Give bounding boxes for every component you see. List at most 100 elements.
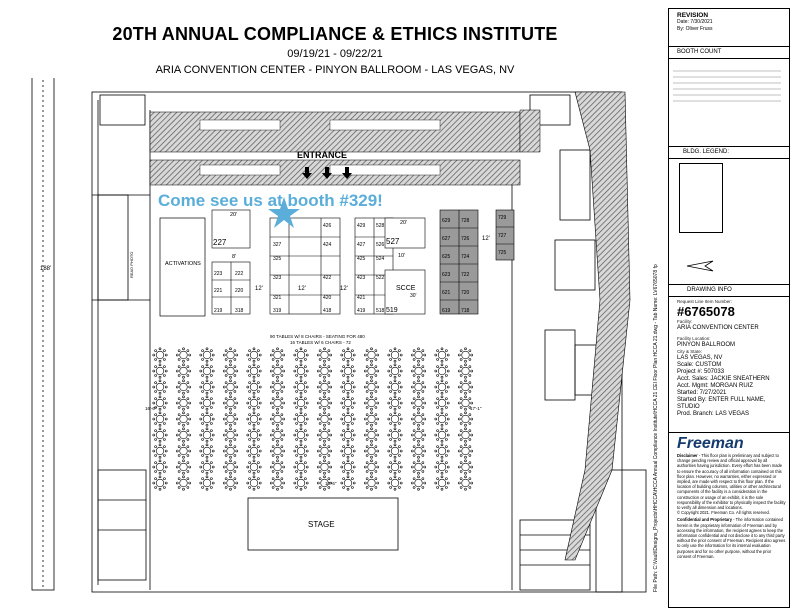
svg-text:219: 219 xyxy=(214,308,223,314)
chair xyxy=(464,347,467,351)
chair xyxy=(293,385,297,389)
chair xyxy=(223,433,226,437)
chair xyxy=(389,454,392,457)
chair xyxy=(323,407,326,411)
chair xyxy=(346,363,350,367)
chair xyxy=(223,465,226,469)
chair xyxy=(201,486,204,489)
chair xyxy=(182,375,185,379)
chair xyxy=(370,487,373,491)
chair xyxy=(323,347,326,351)
chair xyxy=(233,349,237,352)
chair xyxy=(323,423,326,427)
round-table xyxy=(343,446,353,456)
chair xyxy=(417,379,420,383)
svg-text:READ PHOTO: READ PHOTO xyxy=(129,252,134,278)
chair xyxy=(421,429,425,432)
chair xyxy=(280,397,284,400)
chair xyxy=(423,449,427,453)
chair xyxy=(186,422,190,425)
chair xyxy=(327,486,331,489)
chair xyxy=(342,349,345,352)
chair xyxy=(233,445,237,448)
chair xyxy=(412,365,416,368)
chair xyxy=(152,369,156,373)
chair xyxy=(346,347,350,351)
chair xyxy=(470,433,474,437)
svg-text:519: 519 xyxy=(386,307,398,314)
chair xyxy=(342,397,345,400)
chair xyxy=(188,353,191,357)
chair xyxy=(229,475,232,479)
chair xyxy=(351,349,354,352)
round-table xyxy=(202,430,212,440)
svg-text:518: 518 xyxy=(376,308,385,314)
chair xyxy=(318,470,322,473)
chair xyxy=(177,413,181,416)
chair xyxy=(423,401,427,405)
chair xyxy=(257,477,260,480)
chair xyxy=(468,429,472,432)
chair xyxy=(464,411,467,415)
chair xyxy=(389,445,392,448)
chair xyxy=(342,381,345,384)
chair xyxy=(304,397,307,400)
chair xyxy=(152,481,156,485)
chair xyxy=(318,390,322,393)
chair xyxy=(393,471,397,475)
svg-text:12': 12' xyxy=(340,286,348,292)
star-icon xyxy=(268,197,300,228)
chair xyxy=(258,369,262,373)
chair xyxy=(186,349,190,352)
chair xyxy=(257,429,260,432)
chair xyxy=(163,374,166,377)
chair xyxy=(299,359,303,363)
chair xyxy=(295,438,298,441)
chair xyxy=(224,413,228,416)
chair xyxy=(280,365,284,368)
chair xyxy=(440,391,444,395)
chair xyxy=(468,470,472,473)
chair xyxy=(346,391,350,395)
chair xyxy=(163,477,166,480)
chair xyxy=(410,353,414,357)
chair xyxy=(340,401,344,405)
chair xyxy=(201,374,204,377)
chair xyxy=(182,395,185,399)
chair xyxy=(177,358,181,361)
chair xyxy=(352,433,356,437)
chair xyxy=(374,477,378,480)
chair xyxy=(280,358,284,361)
chair xyxy=(434,417,438,421)
chair xyxy=(252,427,256,431)
round-table xyxy=(437,398,447,408)
round-table xyxy=(367,446,376,456)
chair xyxy=(158,475,162,479)
chair xyxy=(304,358,307,361)
chair xyxy=(280,486,284,489)
svg-text:20': 20' xyxy=(400,220,407,226)
chair xyxy=(376,449,380,453)
chair xyxy=(177,454,181,457)
chair xyxy=(351,406,354,409)
chair xyxy=(363,417,367,421)
activations-area xyxy=(159,217,206,317)
round-table xyxy=(390,478,400,488)
chair xyxy=(374,406,378,409)
svg-text:527: 527 xyxy=(386,237,400,246)
chair xyxy=(224,438,228,441)
chair xyxy=(177,445,181,448)
chair xyxy=(417,471,420,475)
round-table xyxy=(249,382,259,392)
chair xyxy=(457,385,461,389)
chair xyxy=(229,427,232,431)
round-table xyxy=(461,462,470,472)
chair xyxy=(252,487,256,491)
chair xyxy=(417,427,420,431)
chair xyxy=(423,353,427,357)
round-table xyxy=(320,366,329,376)
chair xyxy=(327,358,331,361)
chair xyxy=(398,374,401,377)
chair xyxy=(417,487,420,491)
chair xyxy=(233,374,237,377)
